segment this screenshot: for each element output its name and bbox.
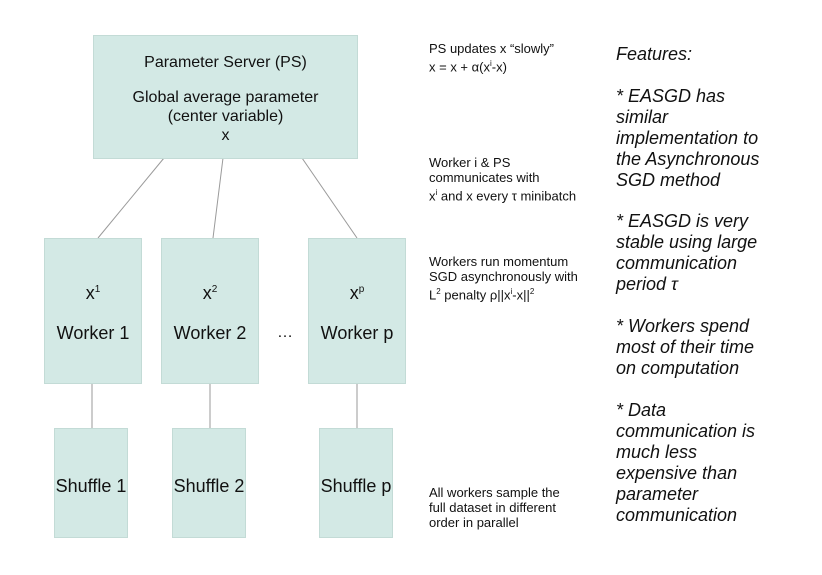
worker-p-label: Worker p xyxy=(320,323,394,343)
sampling-note: All workers sample the full dataset in d… xyxy=(429,485,560,530)
ps-description: Global average parameter (center variabl… xyxy=(94,88,357,145)
communication-note: Worker i & PS communicates with xi and x… xyxy=(429,155,577,204)
worker-1-variable: x1 xyxy=(85,283,101,303)
worker-2-box: x2 Worker 2 xyxy=(161,238,259,384)
ps-line2: (center variable) xyxy=(167,108,284,125)
shuffle-2-label: Shuffle 2 xyxy=(173,476,245,496)
ps-title: Parameter Server (PS) xyxy=(144,54,307,71)
worker-1-label: Worker 1 xyxy=(56,323,130,343)
shuffle-1-box: Shuffle 1 xyxy=(54,428,128,538)
parameter-server-box: Parameter Server (PS) Global average par… xyxy=(93,35,358,159)
ps-workerp-line xyxy=(301,157,358,239)
shuffle-p-label: Shuffle p xyxy=(320,476,392,496)
worker-2-variable: x2 xyxy=(202,283,218,303)
worker-p-variable: xp xyxy=(349,283,365,303)
workers-ellipsis: … xyxy=(277,324,293,341)
ps-line1: Global average parameter xyxy=(132,89,319,106)
worker-p-box: xp Worker p xyxy=(308,238,406,384)
worker-2-label: Worker 2 xyxy=(173,323,247,343)
momentum-note: Workers run momentum SGD asynchronously … xyxy=(429,254,578,303)
shuffle-p-box: Shuffle p xyxy=(319,428,393,538)
ps-line3: x xyxy=(221,127,230,144)
ps-worker2-line xyxy=(212,157,224,239)
ps-update-note: PS updates x “slowly” x = x + α(xi-x) xyxy=(429,41,554,75)
worker-1-box: x1 Worker 1 xyxy=(44,238,142,384)
features-title: Features: xyxy=(616,44,693,64)
ps-worker1-line xyxy=(97,157,165,239)
shuffle-1-label: Shuffle 1 xyxy=(55,476,127,496)
shuffle-2-box: Shuffle 2 xyxy=(172,428,246,538)
